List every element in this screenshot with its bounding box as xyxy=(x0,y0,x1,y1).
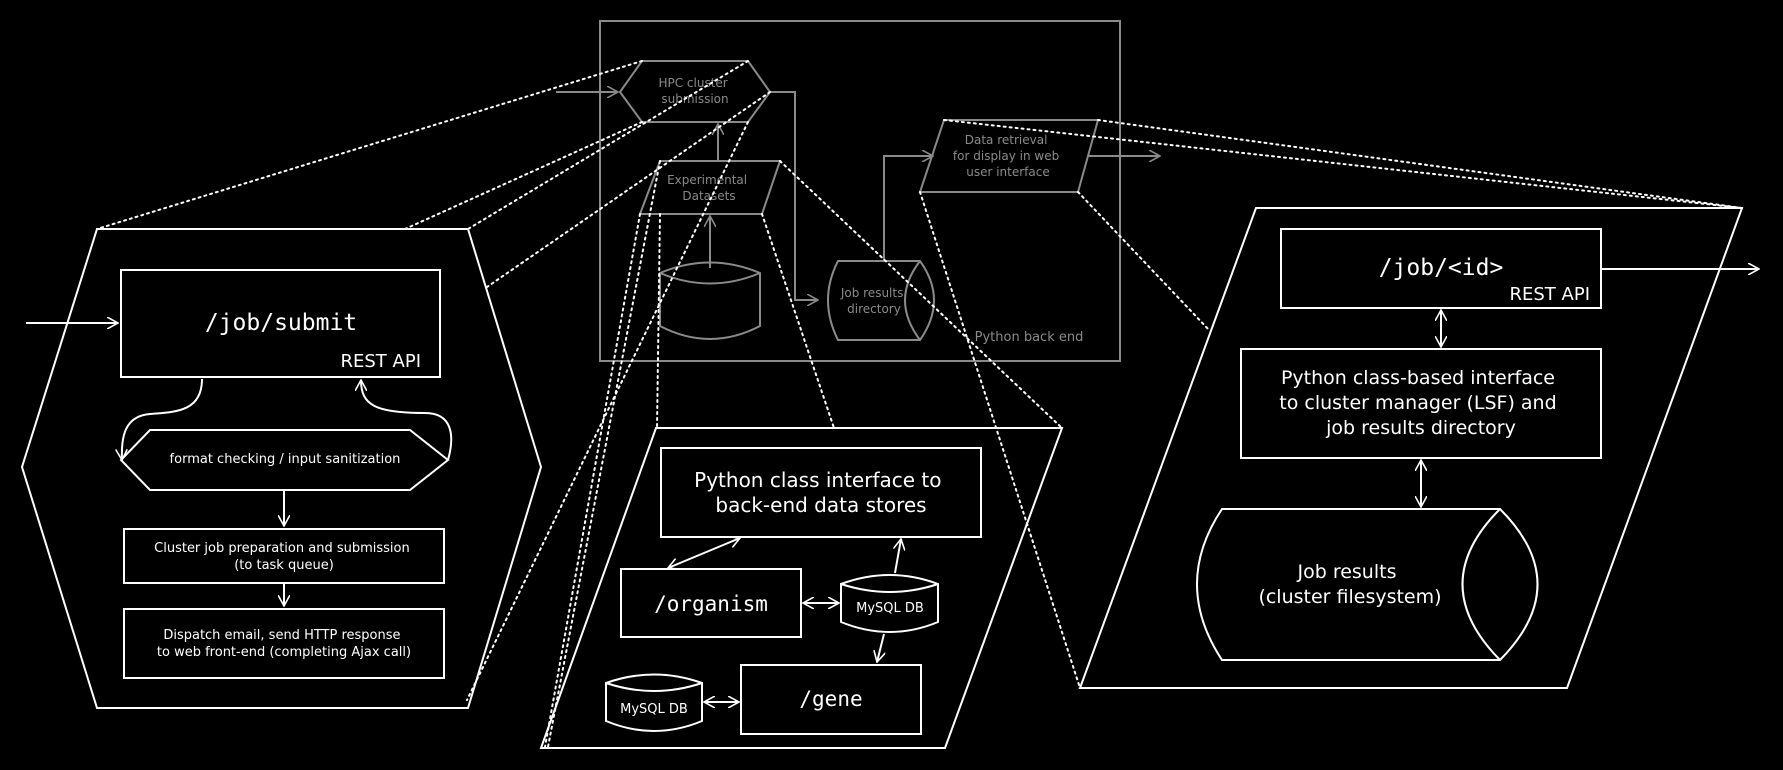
gene-endpoint: /gene xyxy=(799,687,862,711)
job-id-endpoint: /job/<id> xyxy=(1379,255,1504,281)
db-to-gene-arrow xyxy=(877,633,884,662)
submit-panel: /job/submit REST API format checking / i… xyxy=(20,228,543,709)
submit-rest-api-label: REST API xyxy=(341,351,422,372)
zoom-connectors xyxy=(96,60,1743,748)
data-panel-outline xyxy=(539,427,1064,749)
cluster-manager-interface-box xyxy=(1240,348,1602,459)
gene-endpoint-box xyxy=(740,664,922,735)
data-panel: Python class interface to back-end data … xyxy=(539,427,1064,749)
experimental-datasets-label: Experimental Datasets xyxy=(667,173,751,203)
submit-panel-outline xyxy=(20,228,543,709)
submit-to-check-arrow xyxy=(122,378,203,460)
job-results-label: Job results (cluster filesystem) xyxy=(1258,561,1441,608)
check-to-submit-arrow xyxy=(361,380,453,461)
dispatch-label: Dispatch email, send HTTP response to we… xyxy=(157,628,411,660)
job-rest-api-label: REST API xyxy=(1510,284,1591,305)
experimental-datasets-node xyxy=(638,160,782,215)
job-results-directory-label: Job results directory xyxy=(840,286,907,316)
data-retrieval-label: Data retrieval for display in web user i… xyxy=(953,133,1063,179)
organism-endpoint: /organism xyxy=(654,592,768,616)
db-to-interface-arrow xyxy=(895,539,901,574)
mysql-db-icon xyxy=(840,574,939,633)
job-results-directory-node xyxy=(827,260,935,341)
mysql-db-label-2: MySQL DB xyxy=(620,702,688,717)
hpc-to-results-arrow xyxy=(770,91,818,300)
results-to-retrieval-arrow xyxy=(883,156,933,261)
cluster-job-box xyxy=(123,528,445,584)
data-stores-interface-box xyxy=(660,447,982,538)
database-cylinder-icon xyxy=(659,261,761,340)
cluster-job-label: Cluster job preparation and submission (… xyxy=(154,541,414,573)
python-back-end-label: Python back end xyxy=(975,330,1084,345)
mysql-db-icon xyxy=(605,673,703,732)
job-submit-endpoint: /job/submit xyxy=(205,310,357,336)
dispatch-box xyxy=(123,608,445,679)
job-submit-endpoint-box xyxy=(120,269,441,378)
organism-interface-arrow xyxy=(668,538,740,568)
python-back-end-frame xyxy=(599,20,1121,362)
format-checking-label: format checking / input sanitization xyxy=(170,452,401,467)
mysql-db-label-1: MySQL DB xyxy=(856,601,924,616)
job-panel-outline xyxy=(1078,207,1744,689)
job-panel: /job/<id> REST API Python class-based in… xyxy=(1078,207,1759,689)
cluster-manager-interface-label: Python class-based interface to cluster … xyxy=(1279,367,1562,439)
hpc-submission-label: HPC cluster submission xyxy=(658,76,731,106)
format-checking-node xyxy=(119,429,450,491)
data-stores-interface-label: Python class interface to back-end data … xyxy=(694,468,948,517)
job-id-endpoint-box xyxy=(1280,228,1602,309)
overview-diagram: HPC cluster submission Experimental Data… xyxy=(556,20,1160,362)
job-results-cylinder xyxy=(1196,508,1539,661)
